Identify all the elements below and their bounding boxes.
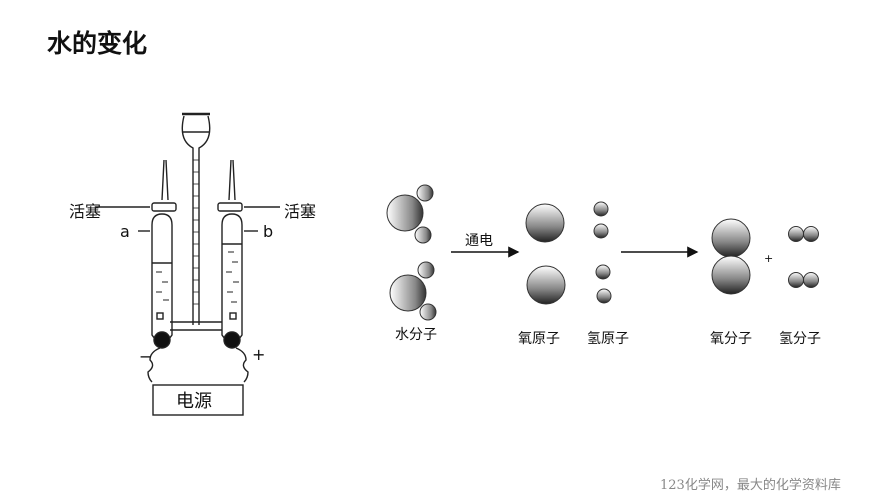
negative-terminal-label: − bbox=[139, 347, 152, 366]
power-supply-box bbox=[152, 384, 244, 416]
reaction-diagram bbox=[386, 184, 819, 321]
hydrogen-atom bbox=[593, 201, 609, 217]
hydrogen-atom bbox=[595, 264, 611, 280]
hydrogen-atom bbox=[596, 288, 612, 304]
stopcock-right-label: 活塞 bbox=[284, 202, 316, 221]
water-molecule-label: 水分子 bbox=[395, 327, 437, 343]
tube-a-label: a bbox=[120, 222, 130, 241]
stopcock-left-label: 活塞 bbox=[69, 202, 101, 221]
footer-source: 123化学网，最大的化学资料库 bbox=[660, 478, 841, 493]
positive-terminal-label: + bbox=[252, 345, 265, 364]
hydrogen-atom bbox=[593, 223, 609, 239]
connecting-tube bbox=[170, 321, 222, 331]
oxygen-atom-label: 氧原子 bbox=[518, 331, 560, 347]
hydrogen-molecule bbox=[788, 226, 819, 242]
tube-b bbox=[217, 159, 249, 383]
oxygen-atom bbox=[526, 265, 566, 305]
oxygen-atom bbox=[525, 203, 565, 243]
funnel bbox=[181, 112, 211, 325]
hydrogen-molecule bbox=[788, 272, 819, 288]
oxygen-molecule bbox=[711, 218, 751, 295]
electrolysis-apparatus bbox=[96, 112, 280, 416]
tube-a bbox=[147, 159, 177, 383]
water-molecule bbox=[386, 184, 434, 244]
oxygen-molecule-label: 氧分子 bbox=[710, 331, 752, 347]
power-supply-label: 电源 bbox=[176, 391, 212, 412]
tube-b-label: b bbox=[263, 222, 273, 241]
slide-title: 水的变化 bbox=[47, 29, 148, 58]
hydrogen-atom-label: 氢原子 bbox=[587, 331, 629, 347]
condition-label: 通电 bbox=[465, 233, 493, 249]
water-molecule bbox=[389, 261, 437, 321]
plus-sign: + bbox=[764, 252, 773, 265]
hydrogen-molecule-label: 氢分子 bbox=[779, 331, 821, 347]
